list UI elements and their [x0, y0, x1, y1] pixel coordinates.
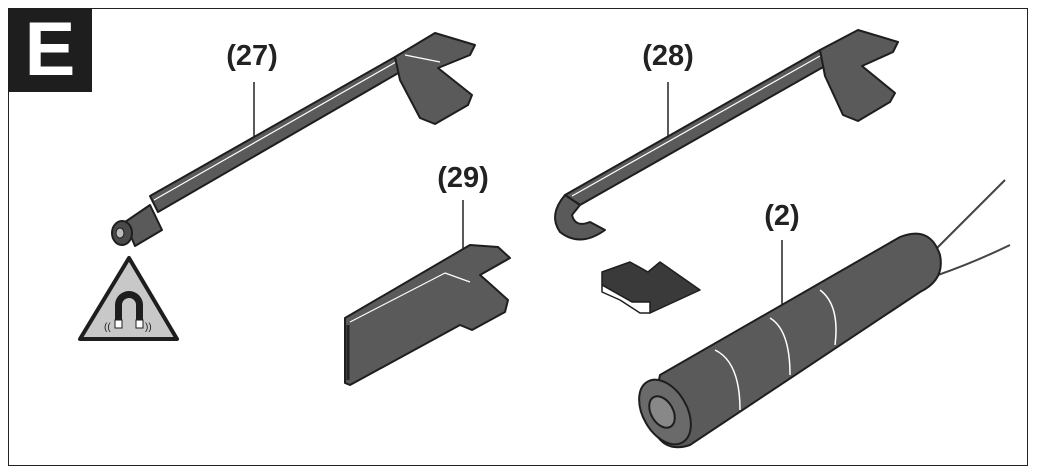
leader-lines [253, 82, 783, 305]
arrow-icon [601, 261, 701, 314]
mirror-attachment [344, 244, 511, 386]
label-2: (2) [764, 200, 800, 232]
magnet-warning-icon: (( )) [78, 256, 179, 341]
label-27: (27) [226, 40, 278, 72]
svg-text:((: (( [104, 322, 111, 333]
magnet-attachment [111, 32, 476, 247]
camera-head [638, 179, 1011, 449]
label-29: (29) [437, 162, 489, 194]
svg-text:)): )) [145, 322, 152, 333]
panel-letter: E [8, 8, 92, 92]
hook-attachment [554, 29, 899, 241]
label-28: (28) [642, 40, 694, 72]
figure-frame [8, 8, 1028, 466]
